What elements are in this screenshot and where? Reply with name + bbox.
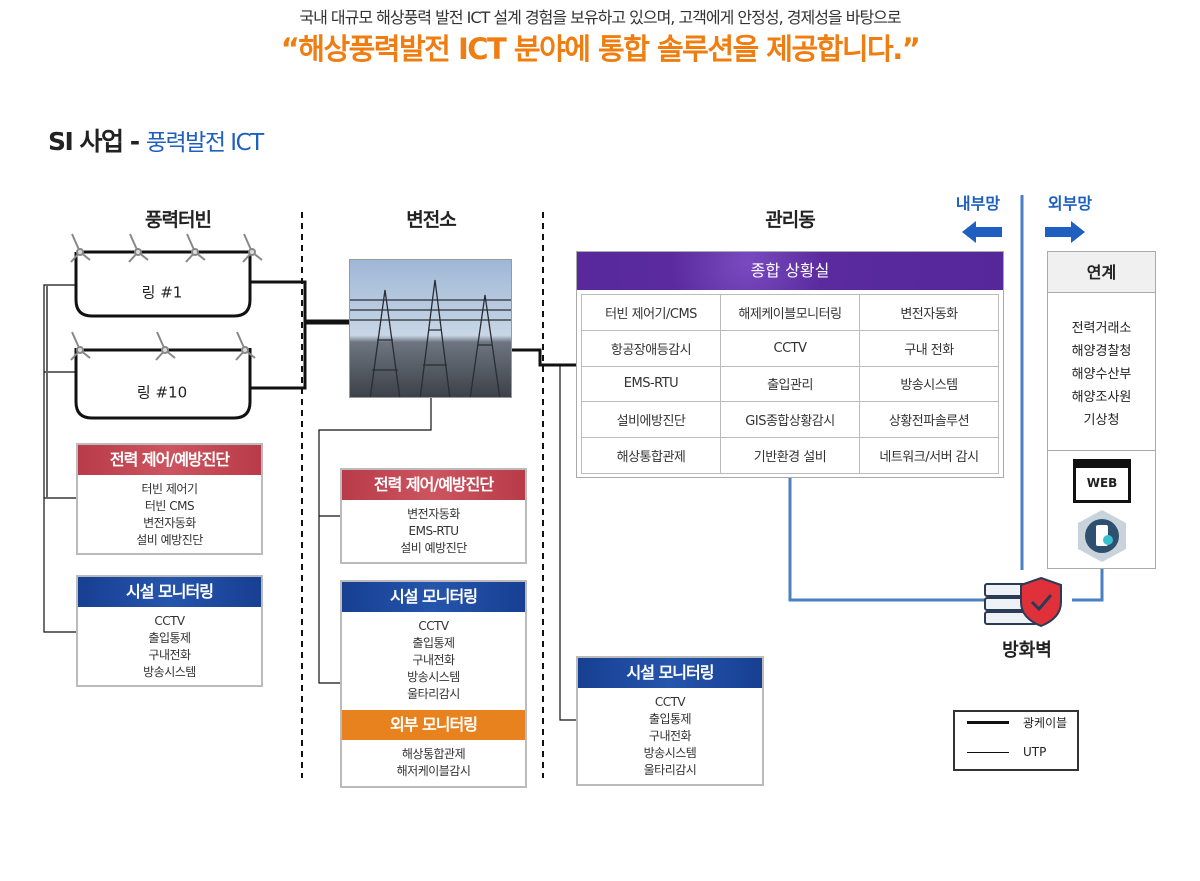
substation-pylon-icon — [350, 279, 511, 397]
section-subtitle: 풍력발전 ICT — [145, 130, 264, 156]
box-title: 전력 제어/예방진단 — [342, 470, 525, 500]
section-title: SI 사업 - 풍력발전 ICT — [48, 122, 264, 158]
box-item: 구내전화 — [148, 648, 191, 662]
link-item: 해양조사원 — [1071, 390, 1132, 405]
box-item: 출입통제 — [412, 636, 455, 650]
mobile-gear-icon — [1078, 510, 1126, 562]
table-cell: 설비에방진단 — [581, 401, 721, 439]
table-cell: 변전자동화 — [859, 294, 999, 331]
box-item: 설비 예방진단 — [136, 533, 203, 547]
box-item: 변전자동화 — [143, 516, 196, 530]
box-title: 시설 모니터링 — [578, 658, 762, 688]
web-icon: WEB — [1073, 459, 1131, 503]
box-item: 해상통합관제 — [401, 747, 466, 761]
external-network-label: 외부망 — [1047, 194, 1093, 213]
section-dash: - — [129, 127, 140, 156]
section-title-main: SI 사업 — [48, 127, 124, 156]
table-cell: 구내 전화 — [859, 329, 999, 367]
table-cell: 기반환경 설비 — [720, 437, 860, 474]
table-cell: 해제케이블모니터링 — [720, 294, 860, 331]
box-item: 해저케이블감시 — [396, 764, 471, 778]
table-cell: 해상통합관제 — [581, 437, 721, 474]
control-room-title: 종합 상황실 — [577, 252, 1003, 290]
link-item: 전력거래소 — [1071, 321, 1132, 336]
box-item: 방송시스템 — [143, 665, 196, 679]
column-management: 관리동 — [765, 209, 815, 231]
table-cell: 네트워크/서버 감시 — [859, 437, 999, 474]
link-item: 해양수산부 — [1071, 367, 1132, 382]
legend-utp-line — [967, 752, 1009, 753]
internal-network-label: 내부망 — [955, 194, 1001, 213]
legend: 광케이블 UTP — [953, 710, 1079, 771]
box-item: 변전자동화 — [407, 507, 460, 521]
box-item: CCTV — [654, 695, 686, 709]
legend-utp-label: UTP — [1023, 745, 1047, 759]
firewall-icon — [984, 576, 1062, 628]
box-item: 터빈 CMS — [144, 499, 195, 513]
link-item: 해양경찰청 — [1071, 344, 1132, 359]
box-item: 울타리감시 — [407, 687, 460, 701]
box-title: 시설 모니터링 — [342, 582, 525, 612]
box-item: CCTV — [154, 614, 185, 628]
table-cell: 항공장애등감시 — [581, 329, 721, 367]
table-cell: 방송시스템 — [859, 365, 999, 403]
box-item: 출입통제 — [148, 631, 191, 645]
box-title: 전력 제어/예방진단 — [78, 445, 261, 475]
table-cell: CCTV — [720, 329, 860, 367]
substation-photo — [349, 259, 512, 398]
box-item: 방송시스템 — [407, 670, 460, 684]
box-item: 출입통제 — [648, 712, 692, 726]
box-item: 울타리감시 — [643, 763, 697, 777]
box-title: 외부 모니터링 — [342, 710, 525, 740]
legend-fiber-line — [967, 721, 1009, 724]
legend-fiber-label: 광케이블 — [1023, 716, 1068, 730]
box-item: 터빈 제어기 — [141, 482, 198, 496]
box-item: 구내전화 — [648, 729, 692, 743]
box-title: 시설 모니터링 — [78, 577, 261, 607]
table-cell: 상황전파솔루션 — [859, 401, 999, 439]
ring-1-label: 링 #1 — [141, 283, 183, 302]
table-cell: GIS종합상황감시 — [720, 401, 860, 439]
link-item: 기상청 — [1083, 413, 1120, 428]
box-item: CCTV — [418, 619, 449, 633]
slogan: “해상풍력발전 ICT 분야에 통합 솔루션을 제공합니다.” — [280, 32, 921, 66]
column-substation: 변전소 — [406, 209, 456, 231]
table-cell: EMS-RTU — [581, 365, 721, 403]
ring-10-label: 링 #10 — [136, 383, 188, 402]
intro-text: 국내 대규모 해상풍력 발전 ICT 설계 경험을 보유하고 있으며, 고객에게… — [299, 8, 901, 27]
link-title: 연계 — [1048, 252, 1155, 293]
box-item: 구내전화 — [412, 653, 455, 667]
box-item: EMS-RTU — [408, 524, 459, 538]
box-item: 설비 예방진단 — [400, 541, 467, 555]
firewall-label: 방화벽 — [1002, 640, 1052, 661]
box-item: 방송시스템 — [643, 746, 697, 760]
table-cell: 터빈 제어기/CMS — [581, 294, 721, 331]
column-turbine: 풍력터빈 — [145, 209, 212, 231]
wind-turbine-icon — [70, 233, 263, 361]
substation-power-control-box: 전력 제어/예방진단 변전자동화 EMS-RTU 설비 예방진단 — [340, 468, 527, 564]
table-cell: 출입관리 — [720, 365, 860, 403]
